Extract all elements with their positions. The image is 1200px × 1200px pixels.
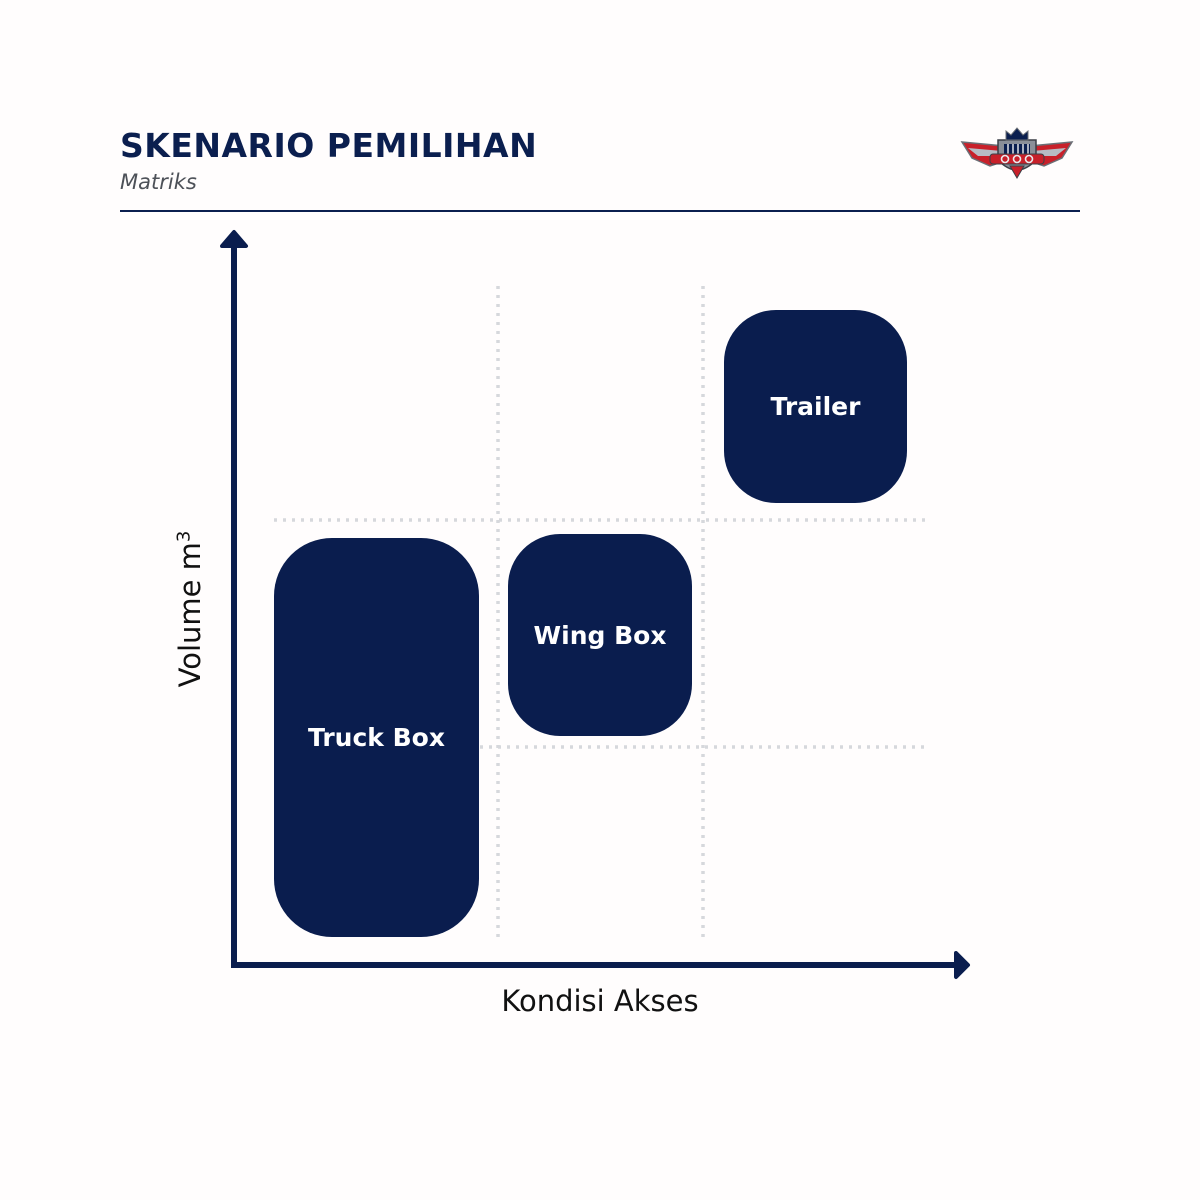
box-trailer-label: Trailer [770, 392, 861, 421]
y-axis-label-text: Volume m [173, 542, 207, 688]
box-truck-box: Truck Box [274, 538, 479, 937]
y-axis-label-superscript: 3 [173, 530, 195, 543]
page-subtitle: Matriks [120, 170, 197, 194]
x-axis-label: Kondisi Akses [501, 984, 699, 1018]
y-axis-label: Volume m3 [173, 459, 207, 759]
page-title: SKENARIO PEMILIHAN [120, 126, 538, 165]
box-trailer: Trailer [724, 310, 907, 503]
winged-crown-emblem-icon [960, 127, 1074, 179]
y-axis-arrow-icon [220, 230, 248, 248]
box-truck-box-label: Truck Box [308, 723, 445, 752]
x-axis-arrow-icon [954, 951, 970, 979]
box-wing-box-label: Wing Box [533, 620, 667, 650]
box-wing-box: Wing Box [508, 534, 692, 736]
header-divider [120, 210, 1080, 212]
